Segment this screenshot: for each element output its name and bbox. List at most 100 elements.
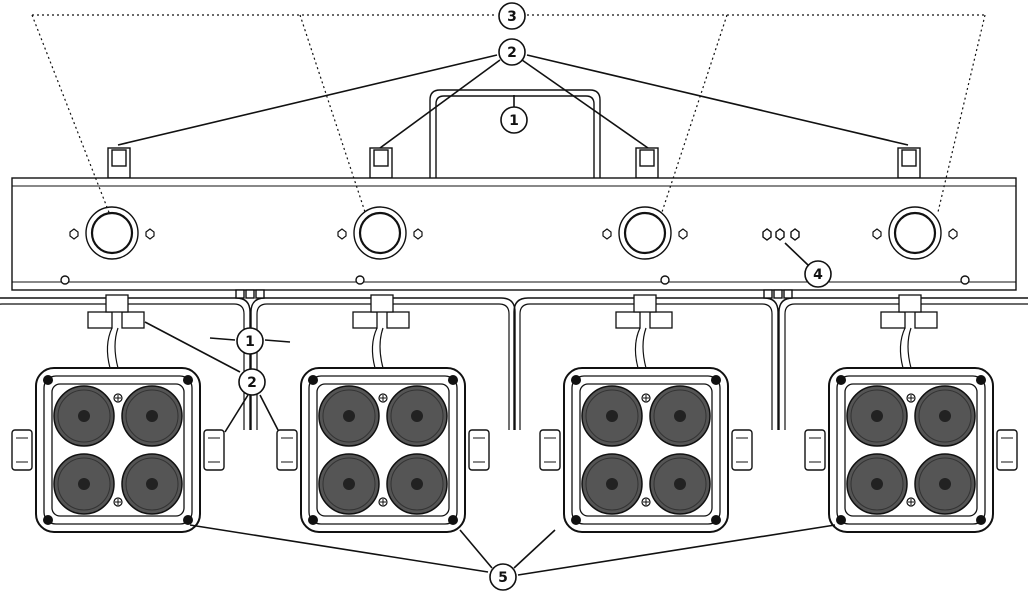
- callout-3-label: 3: [507, 9, 517, 25]
- tilt-knob-icon: [996, 429, 1018, 471]
- sensor-1: [69, 206, 155, 260]
- corner-screw-icon: [711, 515, 721, 525]
- lens-ring: [125, 389, 179, 443]
- lens-center: [411, 410, 423, 422]
- clamp-left: [880, 311, 906, 329]
- cable: [106, 327, 113, 369]
- lens-center: [939, 410, 951, 422]
- corner-screw-icon: [448, 515, 458, 525]
- hex-nut-icon: [602, 228, 612, 240]
- lens-center: [674, 478, 686, 490]
- sensor-ring-inner: [893, 211, 937, 255]
- clamp-left: [352, 311, 378, 329]
- sensor-ring-inner: [358, 211, 402, 255]
- tilt-knob-icon: [804, 429, 826, 471]
- cable: [371, 327, 378, 369]
- fixture-4: [778, 294, 1028, 533]
- cable: [642, 327, 647, 369]
- sensor-ring-inner: [623, 211, 667, 255]
- lens-ring: [850, 389, 904, 443]
- lens-center: [146, 478, 158, 490]
- lens-ring: [653, 457, 707, 511]
- corner-screw-icon: [571, 515, 581, 525]
- corner-screw-icon: [308, 515, 318, 525]
- corner-screw-icon: [448, 375, 458, 385]
- corner-screw-icon: [976, 375, 986, 385]
- corner-screw-icon: [43, 375, 53, 385]
- callout-2-mid-leaders: [144, 321, 279, 433]
- callout-4-label: 4: [813, 267, 823, 283]
- lens-center: [606, 410, 618, 422]
- callout-2-top-leaders: [117, 54, 909, 149]
- corner-screw-icon: [836, 375, 846, 385]
- hex-nut-icon: [678, 228, 688, 240]
- callout-4-leader: [784, 242, 809, 266]
- lens-ring: [322, 389, 376, 443]
- corner-screw-icon: [183, 515, 193, 525]
- callout-2-top: 2: [498, 38, 526, 66]
- lens-ring: [653, 389, 707, 443]
- callout-4: 4: [804, 260, 832, 288]
- lens-center: [411, 478, 423, 490]
- tilt-knob-icon: [11, 429, 33, 471]
- clamp-left: [87, 311, 113, 329]
- sensor-ring-inner: [90, 211, 134, 255]
- corner-screw-icon: [976, 515, 986, 525]
- lens-ring: [585, 457, 639, 511]
- callout-1-top-label: 1: [509, 113, 519, 129]
- lens-ring: [322, 457, 376, 511]
- corner-screw-icon: [836, 515, 846, 525]
- clamp-right: [121, 311, 145, 329]
- cable: [899, 327, 906, 369]
- cable: [907, 327, 912, 369]
- callout-1-mid-leaders: [209, 337, 291, 343]
- callout-3: 3: [498, 2, 526, 30]
- bar-connectors: [235, 289, 793, 299]
- lens-center: [78, 478, 90, 490]
- cable: [379, 327, 384, 369]
- lens-center: [146, 410, 158, 422]
- lens-ring: [585, 389, 639, 443]
- lens-center: [871, 410, 883, 422]
- clamp-right: [649, 311, 673, 329]
- hex-nut-icon: [948, 228, 958, 240]
- sensor-2: [337, 206, 423, 260]
- tilt-knob-icon: [468, 429, 490, 471]
- clamp-stem: [370, 294, 394, 313]
- corner-screw-icon: [711, 375, 721, 385]
- callout-1-mid: 1: [236, 327, 264, 355]
- hex-nut-icon: [337, 228, 347, 240]
- bar-screws: [60, 275, 970, 285]
- lens-center: [674, 410, 686, 422]
- lens-ring: [918, 389, 972, 443]
- corner-screw-icon: [183, 375, 193, 385]
- tilt-knob-icon: [731, 429, 753, 471]
- lens-ring: [918, 457, 972, 511]
- clamp-stem: [633, 294, 657, 313]
- fixture-1: [0, 294, 251, 533]
- callout-1-top: 1: [500, 106, 528, 134]
- fixture-3: [513, 294, 779, 533]
- callout-1-mid-label: 1: [245, 334, 255, 350]
- callout-5: 5: [489, 563, 517, 591]
- tilt-knob-icon: [203, 429, 225, 471]
- lens-center: [343, 478, 355, 490]
- callout-2-mid: 2: [238, 368, 266, 396]
- fixtures: [0, 294, 1028, 533]
- lens-ring: [390, 389, 444, 443]
- lens-ring: [390, 457, 444, 511]
- corner-screw-icon: [43, 515, 53, 525]
- tilt-knob-icon: [539, 429, 561, 471]
- lens-ring: [850, 457, 904, 511]
- lens-center: [78, 410, 90, 422]
- callout-2-mid-label: 2: [247, 375, 257, 391]
- lens-ring: [57, 389, 111, 443]
- clamp-left: [615, 311, 641, 329]
- callout-5-label: 5: [498, 570, 508, 586]
- callout-5-leaders: [189, 524, 836, 576]
- control-leds: [762, 228, 800, 241]
- lens-center: [939, 478, 951, 490]
- lens-center: [871, 478, 883, 490]
